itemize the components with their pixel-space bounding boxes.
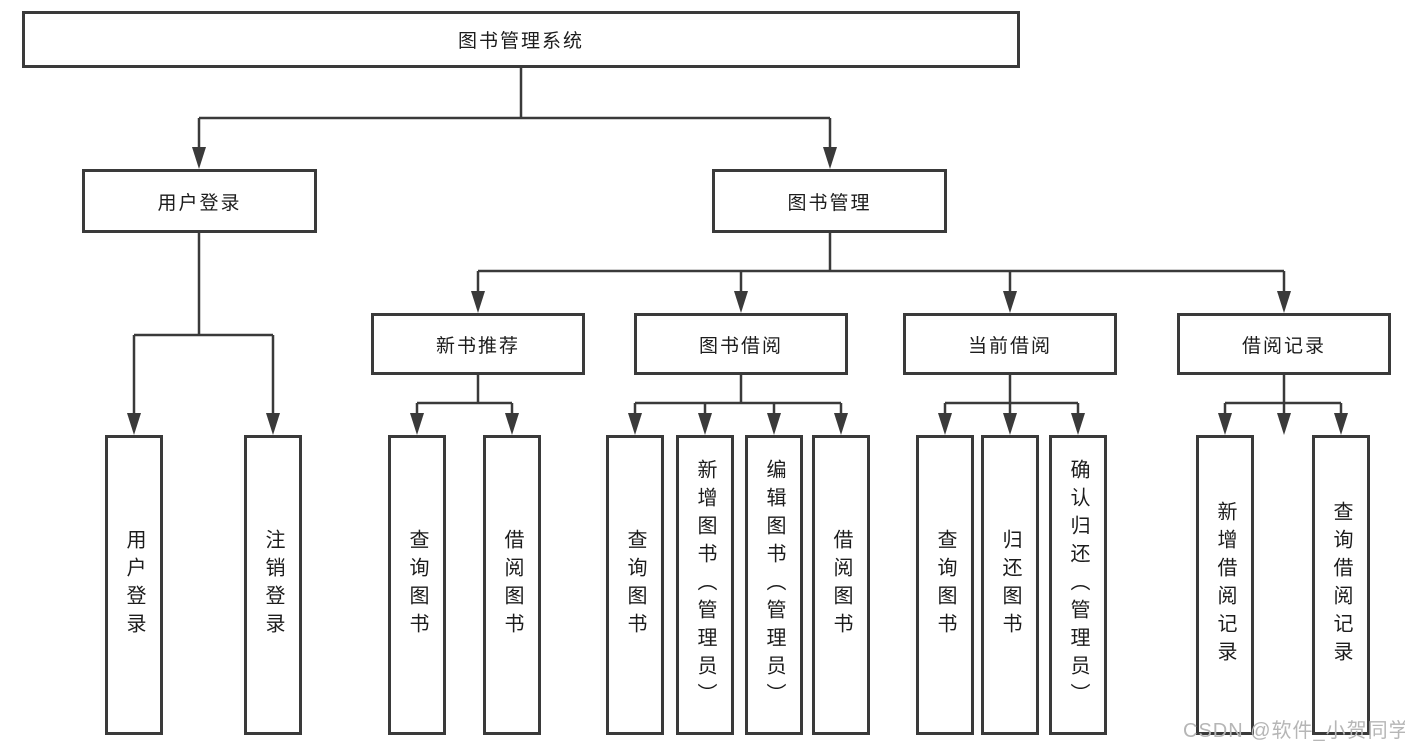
leaf-borrow-books-label: 借阅图书 <box>830 529 852 641</box>
arrow-down-icon <box>1003 291 1017 313</box>
leaf-user-login: 用户登录 <box>105 435 163 735</box>
arrow-down-icon <box>1218 413 1232 435</box>
node-book-borrowing: 图书借阅 <box>634 313 848 375</box>
node-root-label: 图书管理系统 <box>457 31 584 52</box>
leaf-query-borrow-record: 查询借阅记录 <box>1312 435 1370 735</box>
leaf-confirm-return-admin-label: 确认归还（管理员） <box>1067 459 1089 711</box>
leaf-borrow-books-recommend-label: 借阅图书 <box>501 529 523 641</box>
arrow-down-icon <box>698 413 712 435</box>
arrow-down-icon <box>127 413 141 435</box>
arrowheads <box>127 147 1348 435</box>
arrow-down-icon <box>266 413 280 435</box>
node-borrow-records: 借阅记录 <box>1177 313 1391 375</box>
node-book-borrowing-label: 图书借阅 <box>698 335 783 357</box>
leaf-borrow-books-recommend: 借阅图书 <box>483 435 541 735</box>
leaf-confirm-return-admin: 确认归还（管理员） <box>1049 435 1107 735</box>
leaf-query-books-recommend: 查询图书 <box>388 435 446 735</box>
node-current-borrowing-label: 当前借阅 <box>967 335 1052 357</box>
connector-path <box>132 68 1343 418</box>
node-book-management-label: 图书管理 <box>787 192 872 214</box>
arrow-down-icon <box>471 291 485 313</box>
leaf-edit-book-admin-label: 编辑图书（管理员） <box>763 459 785 711</box>
arrow-down-icon <box>1277 291 1291 313</box>
node-new-book-recommend: 新书推荐 <box>371 313 585 375</box>
leaf-logout-label: 注销登录 <box>262 529 284 641</box>
arrow-down-icon <box>823 147 837 169</box>
leaf-add-borrow-record-label: 新增借阅记录 <box>1214 501 1236 669</box>
leaf-query-books-current-label: 查询图书 <box>934 529 956 641</box>
arrow-down-icon <box>192 147 206 169</box>
node-user-login-branch-label: 用户登录 <box>157 192 242 214</box>
leaf-add-book-admin: 新增图书（管理员） <box>676 435 734 735</box>
watermark: CSDN @软件_小贺同学 <box>1183 720 1405 742</box>
arrow-down-icon <box>767 413 781 435</box>
leaf-query-books-borrowing: 查询图书 <box>606 435 664 735</box>
arrow-down-icon <box>628 413 642 435</box>
leaf-query-books-recommend-label: 查询图书 <box>406 529 428 641</box>
arrow-down-icon <box>1071 413 1085 435</box>
arrow-down-icon <box>1277 413 1291 435</box>
arrow-down-icon <box>410 413 424 435</box>
leaf-edit-book-admin: 编辑图书（管理员） <box>745 435 803 735</box>
leaf-query-borrow-record-label: 查询借阅记录 <box>1330 501 1352 669</box>
leaf-return-books: 归还图书 <box>981 435 1039 735</box>
leaf-add-borrow-record: 新增借阅记录 <box>1196 435 1254 735</box>
leaf-query-books-borrowing-label: 查询图书 <box>624 529 646 641</box>
node-borrow-records-label: 借阅记录 <box>1241 335 1326 357</box>
node-user-login-branch: 用户登录 <box>82 169 317 233</box>
leaf-user-login-label: 用户登录 <box>123 529 145 641</box>
arrow-down-icon <box>834 413 848 435</box>
arrow-down-icon <box>938 413 952 435</box>
node-current-borrowing: 当前借阅 <box>903 313 1117 375</box>
node-root: 图书管理系统 <box>22 11 1020 68</box>
leaf-query-books-current: 查询图书 <box>916 435 974 735</box>
arrow-down-icon <box>505 413 519 435</box>
leaf-logout: 注销登录 <box>244 435 302 735</box>
arrow-down-icon <box>1334 413 1348 435</box>
leaf-borrow-books: 借阅图书 <box>812 435 870 735</box>
arrow-down-icon <box>1003 413 1017 435</box>
leaf-add-book-admin-label: 新增图书（管理员） <box>694 459 716 711</box>
node-book-management: 图书管理 <box>712 169 947 233</box>
arrow-down-icon <box>734 291 748 313</box>
node-new-book-recommend-label: 新书推荐 <box>435 335 520 357</box>
leaf-return-books-label: 归还图书 <box>999 529 1021 641</box>
